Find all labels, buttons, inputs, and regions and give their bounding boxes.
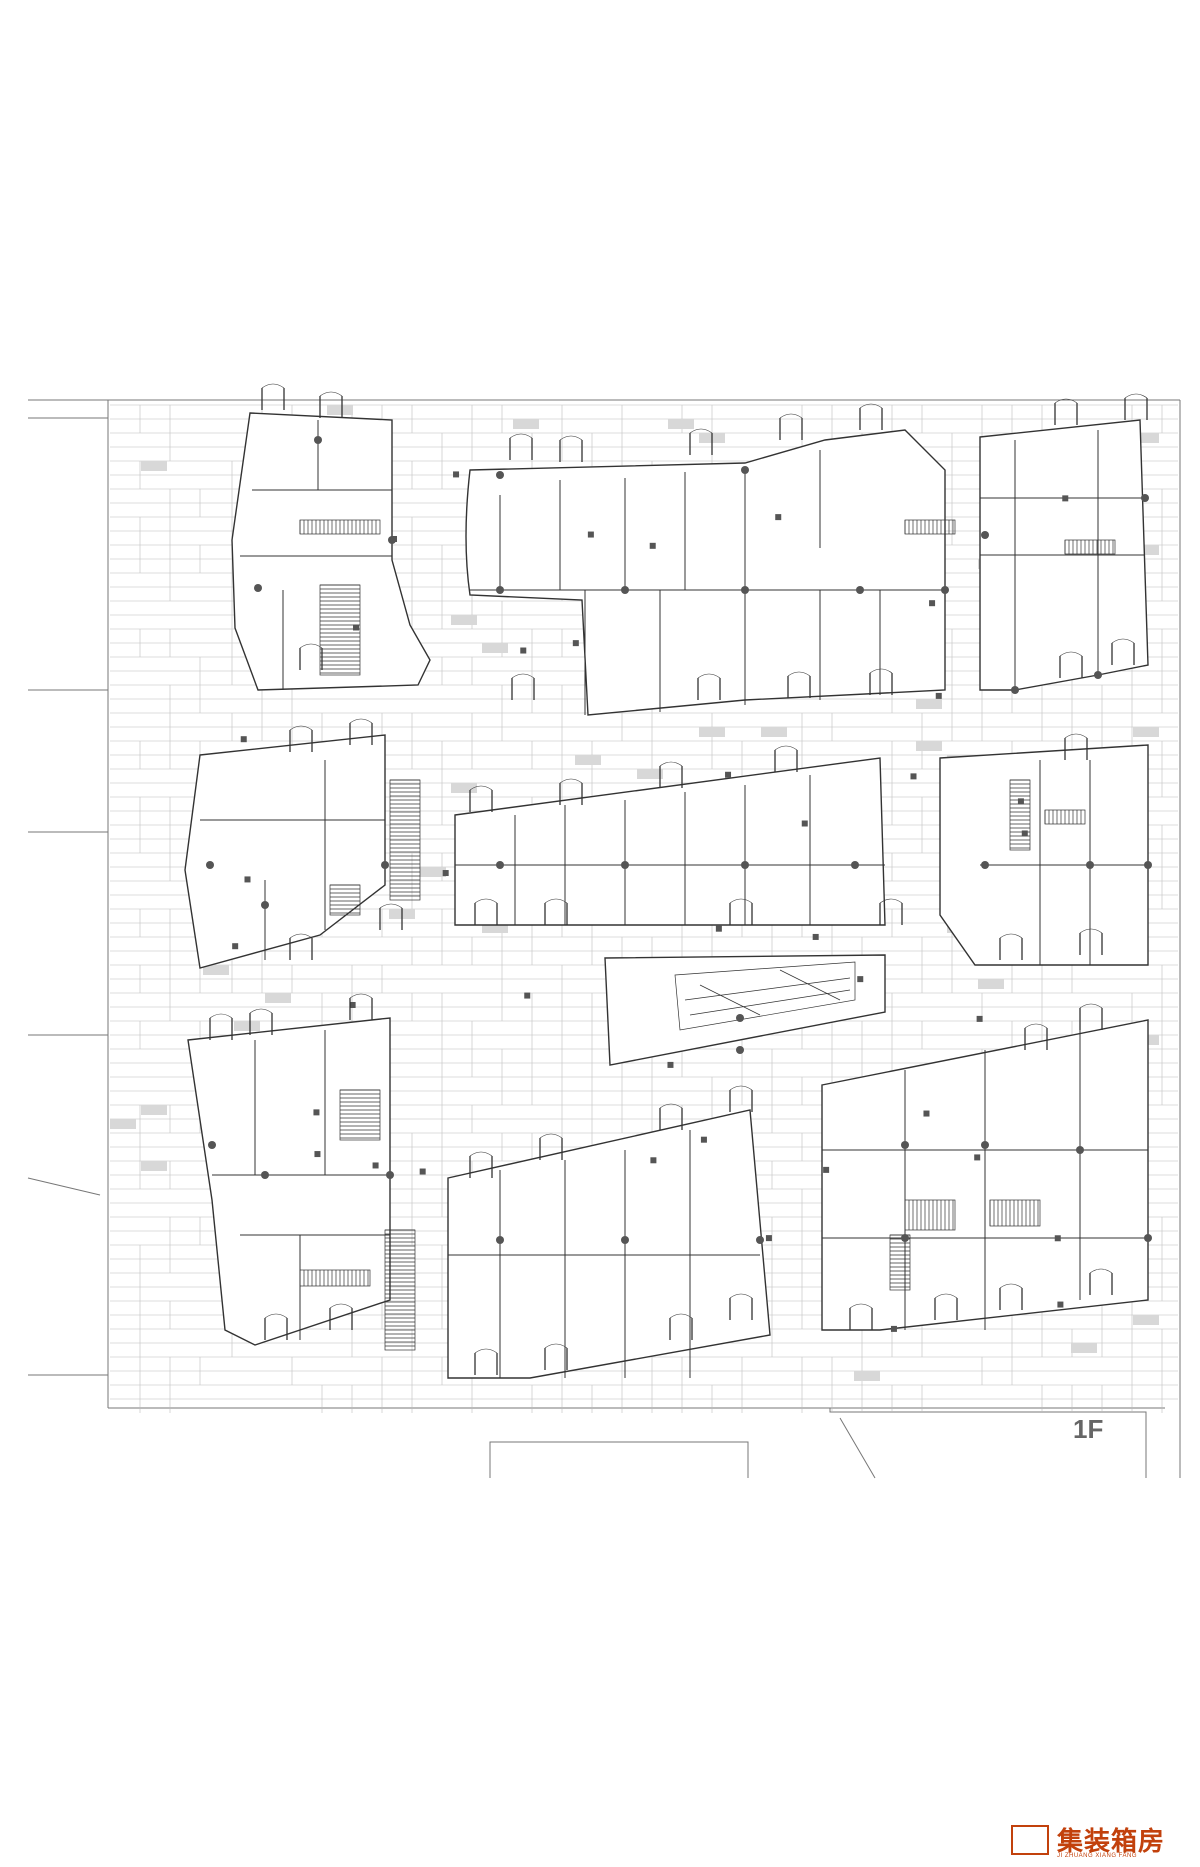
block-s-center bbox=[447, 1109, 771, 1379]
block-center bbox=[454, 757, 886, 926]
escalators bbox=[674, 961, 856, 1031]
block-w-mid bbox=[184, 734, 386, 969]
logo-mark-icon bbox=[1011, 1825, 1049, 1855]
block-north bbox=[465, 429, 946, 716]
door-swings bbox=[209, 383, 1148, 1375]
logo-name-pinyin: JI ZHUANG XIANG FANG bbox=[1057, 1853, 1138, 1859]
brand-logo: 集装箱房 JI ZHUANG XIANG FANG bbox=[1011, 1821, 1200, 1867]
structural-columns bbox=[206, 436, 1152, 1332]
block-e-mid bbox=[939, 744, 1149, 966]
site-frame bbox=[27, 399, 1181, 1479]
block-nw bbox=[231, 412, 431, 691]
floor-level-label: 1F bbox=[1073, 1414, 1104, 1444]
block-sw bbox=[187, 1017, 391, 1346]
stairs bbox=[299, 519, 1116, 1351]
building-blocks bbox=[184, 412, 1149, 1379]
block-escalator bbox=[604, 954, 886, 1066]
logo-name-cn: 集装箱房 bbox=[1057, 1827, 1166, 1857]
